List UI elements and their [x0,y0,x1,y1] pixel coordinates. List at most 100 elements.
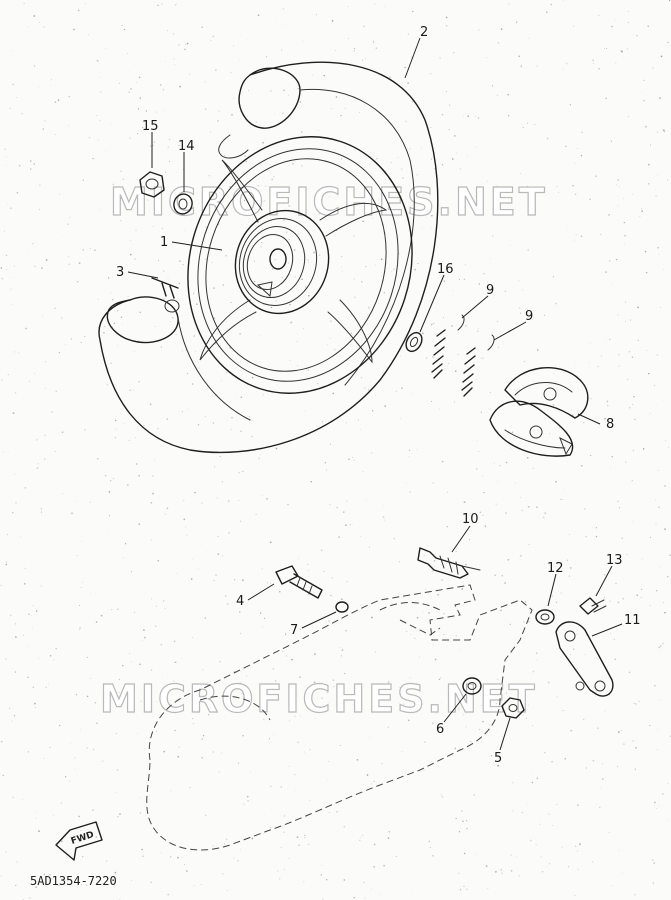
brake-shoe-set[interactable] [489,366,589,457]
speckle-dot [92,748,95,751]
speckle-dot [523,385,525,387]
speckle-dot [451,158,454,160]
speckle-dot [338,536,340,538]
speckle-dot [482,357,484,359]
speckle-dot [292,163,294,165]
speckle-dot [51,411,53,413]
cam-lever-11[interactable] [555,621,614,697]
speckle-dot [650,144,652,146]
speckle-dot [94,249,96,251]
speckle-dot [14,474,16,476]
speckle-dot [527,506,530,508]
speckle-dot [528,620,530,623]
speckle-dot [330,594,332,597]
speckle-dot [9,614,12,617]
speckle-dot [555,601,558,604]
speckle-dot [328,761,330,762]
spring-9-right[interactable] [461,334,495,397]
speckle-dot [119,82,121,84]
speckle-dot [204,415,207,417]
speckle-dot [9,107,11,109]
washer-12[interactable] [535,609,555,625]
speckle-dot [412,197,414,199]
speckle-dot [110,292,112,294]
speckle-dot [465,726,467,728]
speckle-dot [174,661,176,664]
speckle-dot [155,625,157,627]
speckle-dot [225,372,227,374]
speckle-dot [570,729,573,732]
speckle-dot [600,788,602,789]
axle-nut[interactable] [139,171,165,198]
valve-stem[interactable] [151,277,180,313]
speckle-dot [137,108,140,110]
speckle-dot [220,344,222,346]
speckle-dot [508,115,510,117]
speckle-dot [518,280,520,282]
speckle-dot [177,856,179,859]
spring-9-left[interactable] [431,314,465,379]
speckle-dot [541,870,544,873]
camshaft-10[interactable] [417,547,481,579]
speckle-dot [107,529,109,531]
speckle-dot [317,129,319,132]
speckle-dot [333,685,335,688]
speckle-dot [242,735,244,737]
speckle-dot [283,831,285,833]
o-ring-7[interactable] [335,601,349,613]
speckle-dot [495,703,497,705]
speckle-dot [632,521,634,522]
speckle-dot [303,751,305,753]
tire[interactable] [98,61,439,454]
speckle-dot [501,574,504,577]
speckle-dot [384,405,387,407]
speckle-dot [439,57,441,59]
speckle-dot [196,303,198,305]
speckle-dot [112,478,115,480]
speckle-dot [560,592,562,594]
speckle-dot [129,253,132,256]
washer-16[interactable] [403,330,425,354]
speckle-dot [485,865,488,867]
speckle-dot [134,437,137,439]
washer-6[interactable] [462,677,482,695]
speckle-dot [360,376,363,379]
speckle-dot [266,56,268,58]
speckle-dot [610,140,613,142]
speckle-dot [618,731,620,733]
speckle-dot [186,373,188,375]
speckle-dot [344,672,346,675]
speckle-dot [12,83,14,86]
rim-wheel[interactable] [155,107,445,422]
speckle-dot [373,41,374,43]
speckle-dot [164,171,167,173]
speckle-dot [34,702,36,705]
callout-13: 13 [606,553,623,568]
speckle-dot [200,544,202,546]
callout-9-left: 9 [486,283,494,298]
speckle-dot [261,626,263,628]
speckle-dot [636,594,639,597]
speckle-dot [299,628,301,630]
speckle-dot [89,501,91,503]
speckle-dot [257,184,260,187]
speckle-dot [34,373,35,374]
speckle-dot [440,794,442,796]
speckle-dot [329,812,331,814]
speckle-dot [627,115,630,118]
speckle-dot [626,48,628,50]
speckle-dot [58,884,60,887]
speckle-dot [393,537,396,540]
bolt-4[interactable] [275,565,323,599]
speckle-dot [212,845,214,847]
washer-14[interactable] [171,192,195,217]
callout-10: 10 [462,512,479,527]
speckle-dot [204,617,207,619]
speckle-dot [330,320,332,322]
nut-5[interactable] [501,697,525,719]
speckle-dot [345,524,347,527]
speckle-dot [129,652,131,654]
speckle-dot [655,499,656,501]
speckle-dot [365,58,367,60]
bolt-13[interactable] [579,597,607,615]
